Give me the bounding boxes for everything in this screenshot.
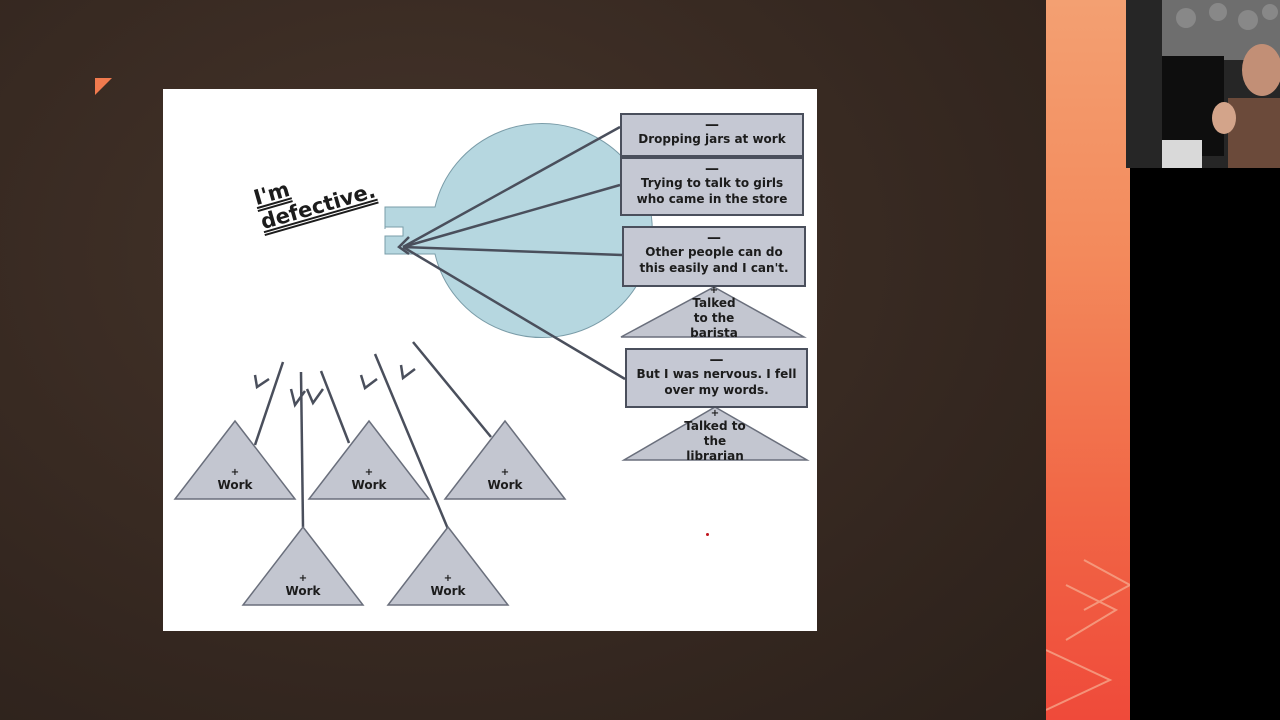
positive-marker: + <box>710 408 720 419</box>
negative-label-2: Trying to talk to girls who came in the … <box>636 176 788 206</box>
accent-sidebar <box>1046 0 1130 720</box>
librarian-text: Talked to the librarian <box>684 419 746 463</box>
negative-marker: — <box>705 161 719 177</box>
bottom-triangle-2 <box>307 419 431 500</box>
corner-triangle-icon <box>95 78 112 95</box>
bottom-triangle-1 <box>173 419 297 500</box>
positive-marker: + <box>500 467 510 478</box>
positive-label-librarian: + Talked to the librarian <box>665 408 765 464</box>
negative-marker: — <box>705 117 719 133</box>
pointer-dot <box>706 533 709 536</box>
right-arrows <box>397 125 626 381</box>
right-triangle-barista <box>620 286 807 338</box>
work-label-2: + Work <box>339 467 399 493</box>
belief-circle <box>384 123 653 338</box>
work-text: Work <box>487 478 523 492</box>
negative-label-1: Dropping jars at work <box>638 132 786 146</box>
presenter-video-icon <box>1126 0 1280 168</box>
positive-marker: + <box>709 285 719 296</box>
bottom-triangle-4 <box>241 525 365 606</box>
presenter-webcam <box>1126 0 1280 168</box>
bottom-arrows <box>253 341 492 530</box>
positive-label-barista: + Talked to the barista <box>664 285 764 341</box>
work-text: Work <box>285 584 321 598</box>
negative-box-1: — Dropping jars at work <box>620 113 804 157</box>
negative-box-4: — But I was nervous. I fell over my word… <box>625 348 808 408</box>
negative-marker: — <box>707 230 721 246</box>
work-label-3: + Work <box>475 467 535 493</box>
work-text: Work <box>430 584 466 598</box>
positive-marker: + <box>364 467 374 478</box>
positive-marker: + <box>230 467 240 478</box>
bottom-triangle-3 <box>443 419 567 500</box>
bottom-triangle-5 <box>386 525 510 606</box>
work-text: Work <box>217 478 253 492</box>
right-triangle-librarian <box>621 406 810 461</box>
webcam-background <box>1130 168 1280 720</box>
negative-box-2: — Trying to talk to girls who came in th… <box>620 157 804 216</box>
core-belief-diagram: I'm defective. — Dropping jars at work —… <box>163 89 817 631</box>
barista-text: Talked to the barista <box>690 296 738 340</box>
work-label-4: + Work <box>273 573 333 599</box>
positive-marker: + <box>298 573 308 584</box>
positive-marker: + <box>443 573 453 584</box>
negative-label-4: But I was nervous. I fell over my words. <box>636 367 797 397</box>
work-label-5: + Work <box>418 573 478 599</box>
work-label-1: + Work <box>205 467 265 493</box>
negative-label-3: Other people can do this easily and I ca… <box>639 245 789 275</box>
negative-marker: — <box>709 352 724 368</box>
negative-box-3: — Other people can do this easily and I … <box>622 226 806 287</box>
chevron-decoration-icon <box>1046 559 1130 711</box>
work-text: Work <box>351 478 387 492</box>
